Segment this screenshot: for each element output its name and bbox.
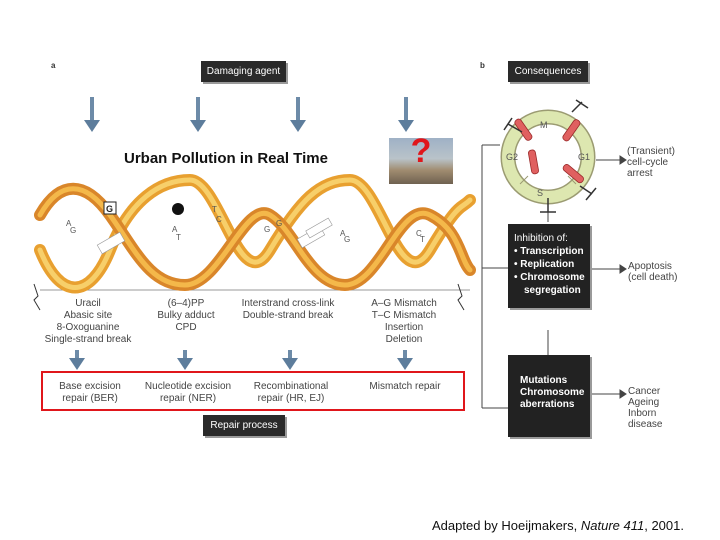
phase-g2-label: G2 [506, 152, 518, 162]
outcome-disease: Cancer Ageing Inborn disease [628, 386, 663, 430]
svg-text:T: T [212, 205, 217, 214]
phase-m-label: M [540, 120, 548, 130]
svg-text:A: A [66, 219, 72, 228]
urban-pollution-title: Urban Pollution in Real Time [124, 150, 328, 167]
panel-b-letter: b [480, 61, 485, 70]
svg-text:G: G [264, 225, 270, 234]
repair-hr-ej: Recombinational repair (HR, EJ) [253, 381, 329, 404]
repair-ber: Base excision repair (BER) [59, 381, 121, 404]
question-mark: ? [410, 138, 432, 170]
repair-ner: Nucleotide excision repair (NER) [144, 381, 232, 404]
svg-text:G: G [106, 204, 113, 214]
lesion-column-2: (6–4)PP Bulky adduct CPD [157, 298, 215, 333]
phase-s-label: S [537, 188, 543, 198]
phase-g1-label: G1 [578, 152, 590, 162]
mutations-box: Mutations Chromosome aberrations [508, 355, 590, 437]
svg-text:T: T [176, 233, 181, 242]
lesion-column-3: Interstrand cross-link Double-strand bre… [241, 298, 335, 321]
svg-text:A: A [340, 229, 346, 238]
svg-text:A: A [172, 225, 178, 234]
panel-a-letter: a [51, 61, 56, 70]
citation: Adapted by Hoeijmakers, Nature 411, 2001… [432, 518, 684, 533]
consequence-bracket [481, 144, 549, 409]
damaging-agent-box: Damaging agent [201, 61, 286, 82]
inhibition-box: Inhibition of: • Transcription • Replica… [508, 224, 590, 308]
svg-text:T: T [420, 235, 425, 244]
repair-highlight-frame [41, 371, 465, 411]
outcome-arrest: (Transient) cell-cycle arrest [627, 146, 675, 179]
svg-text:G: G [70, 226, 76, 235]
repair-process-box: Repair process [203, 415, 285, 436]
svg-text:C: C [416, 229, 422, 238]
svg-text:C: C [216, 215, 222, 224]
svg-text:G: G [344, 235, 350, 244]
city-smog-photo: ? [389, 138, 453, 184]
outcome-apoptosis: Apoptosis (cell death) [628, 261, 678, 283]
bulky-adduct-dot [172, 203, 184, 215]
cell-cycle-ring [500, 99, 597, 213]
svg-text:G: G [276, 219, 282, 228]
repair-mismatch: Mismatch repair [369, 381, 441, 392]
consequences-box: Consequences [508, 61, 588, 82]
lesion-column-1: Uracil Abasic site 8-Oxoguanine Single-s… [44, 298, 132, 345]
agent-arrows [84, 97, 414, 132]
lesion-column-4: A–G Mismatch T–C Mismatch Insertion Dele… [371, 298, 437, 345]
